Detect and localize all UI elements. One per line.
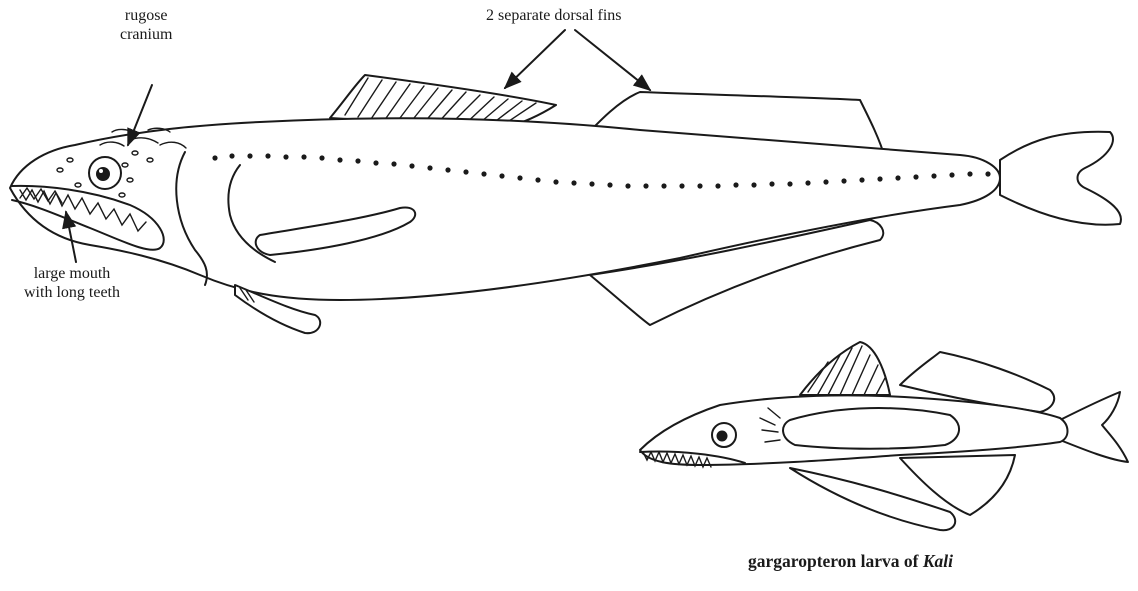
label-dorsal-fins: 2 separate dorsal fins (486, 6, 622, 25)
larva-pectoral (783, 408, 959, 449)
larva-first-dorsal (800, 342, 890, 395)
label-large-mouth: large mouth with long teeth (24, 264, 120, 302)
caption-prefix: gargaropteron larva of (748, 551, 923, 571)
caption-genus: Kali (923, 551, 953, 571)
adult-fish (10, 75, 1121, 333)
label-rugose-cranium: rugose cranium (120, 6, 172, 44)
arrow-dorsal-fin-2 (575, 30, 650, 90)
adult-caudal-fin (1000, 132, 1121, 225)
adult-body (10, 118, 1000, 300)
larva-caudal-fin (1060, 392, 1128, 462)
figure-caption: gargaropteron larva of Kali (748, 551, 953, 572)
arrow-dorsal-fin-1 (505, 30, 565, 88)
larva-fish (640, 342, 1128, 530)
